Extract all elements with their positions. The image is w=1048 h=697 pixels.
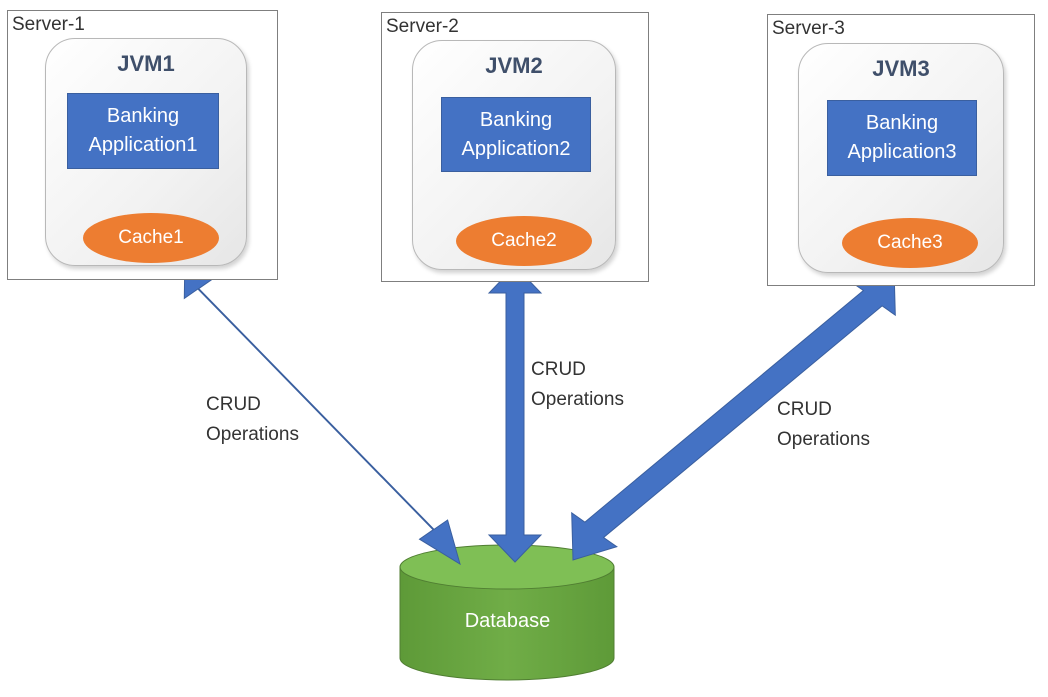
crud-label-server1: CRUD Operations xyxy=(206,394,299,445)
crud-arrow-server2 xyxy=(487,265,543,563)
crud-label-server2: CRUD Operations xyxy=(531,359,624,410)
server-label: Server-3 xyxy=(772,18,845,39)
crud-arrow-server3 xyxy=(571,267,896,561)
cache-1: Cache1 xyxy=(83,213,219,263)
cache-3: Cache3 xyxy=(842,218,978,268)
jvm-label: JVM3 xyxy=(872,56,930,81)
server-label: Server-2 xyxy=(386,16,459,37)
crud-arrow-server1 xyxy=(183,249,461,566)
database-label: Database xyxy=(464,610,551,632)
server-label: Server-1 xyxy=(12,14,85,35)
jvm-label: JVM2 xyxy=(485,53,543,78)
banking-application-3: Banking Application3 xyxy=(827,100,977,176)
banking-application-2: Banking Application2 xyxy=(441,97,591,172)
jvm-label: JVM1 xyxy=(117,51,175,76)
cache-2: Cache2 xyxy=(456,216,592,266)
banking-application-1: Banking Application1 xyxy=(67,93,219,169)
crud-label-server3: CRUD Operations xyxy=(777,399,870,450)
